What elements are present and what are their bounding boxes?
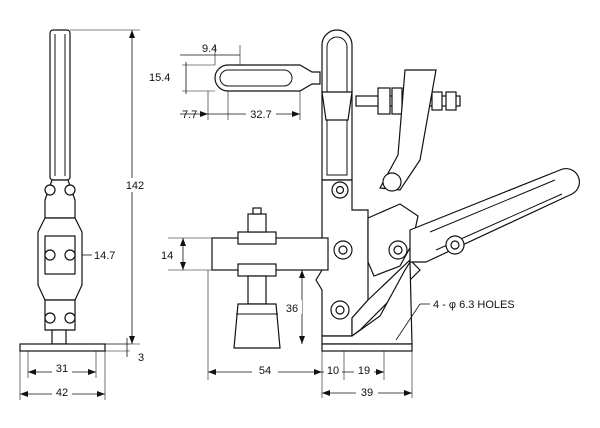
handle-grip: [49, 29, 71, 181]
label-bg: [246, 106, 276, 120]
pivot-pin: [382, 172, 402, 192]
arrow-head: [314, 369, 322, 375]
hex-nut: [377, 87, 391, 115]
arm-tip: [321, 91, 353, 121]
dim-3: 3: [138, 352, 144, 364]
label-bg: [252, 362, 278, 376]
label-bg: [282, 300, 302, 314]
spindle: [247, 275, 267, 305]
dim-10: 10: [327, 365, 339, 377]
dim-54: 54: [259, 365, 271, 377]
arrow-head: [20, 391, 28, 397]
pivot-pin: [335, 185, 345, 195]
leader-line: [395, 303, 421, 341]
dim-19: 19: [358, 365, 370, 377]
bar-nut: [237, 263, 277, 277]
front-view: 14 36 4 - φ 6.3 HOLES 54 10 19 39: [161, 29, 581, 399]
holes-note: 4 - φ 6.3 HOLES: [433, 299, 515, 311]
arrow-head: [322, 390, 330, 396]
dim-142: 142: [126, 180, 144, 192]
dim-14-7: 14.7: [94, 250, 115, 262]
arrow-head: [299, 270, 305, 278]
dim-7-7: 7.7: [182, 109, 197, 121]
arrow-head: [376, 369, 384, 375]
top-nut: [247, 213, 267, 233]
label-bg: [354, 362, 374, 376]
arrow-head: [180, 238, 186, 246]
arrow-head: [208, 369, 216, 375]
arrow-head: [292, 111, 300, 117]
screw-tip: [252, 207, 262, 215]
pivot-pin: [338, 245, 348, 255]
dim-39: 39: [361, 387, 373, 399]
base-stem: [51, 329, 67, 345]
dim-36: 36: [286, 303, 298, 315]
label-bg: [124, 178, 146, 192]
label-bg: [52, 362, 72, 375]
dim-15-4: 15.4: [149, 72, 170, 84]
label-bg: [52, 385, 72, 398]
pivot-pin: [44, 249, 56, 261]
arrow-head: [299, 336, 305, 344]
arrow-head: [129, 30, 135, 38]
dim-31: 31: [56, 363, 68, 375]
slot-detail: 9.4 15.4 7.7 32.7: [149, 43, 321, 121]
pivot-pin: [64, 312, 76, 324]
label-bg: [356, 384, 378, 398]
dim-9-4: 9.4: [202, 43, 217, 55]
label-bg: [324, 362, 342, 376]
arrow-head: [97, 391, 105, 397]
slot-outline: [219, 69, 293, 87]
handle-open: [379, 69, 437, 191]
hex-nut: [391, 87, 403, 115]
pivot-pin: [64, 184, 76, 196]
handle: [409, 167, 581, 263]
pressure-pad: [233, 303, 281, 349]
arm-slot: [326, 36, 348, 176]
arrow-head: [180, 262, 186, 270]
dim-42: 42: [56, 387, 68, 399]
side-view: 142 14.7 3 31 42: [19, 29, 146, 400]
hex-nut: [445, 91, 457, 111]
arrow-head: [200, 111, 208, 117]
base-plate: [321, 343, 413, 352]
pivot-pin: [44, 184, 56, 196]
slot-arm: [214, 64, 321, 92]
bar-nut: [237, 231, 277, 245]
handle-edge: [429, 179, 556, 233]
arrow-head: [129, 336, 135, 344]
base-plate: [19, 343, 106, 352]
pivot-pin: [64, 249, 76, 261]
arrow-head: [404, 390, 412, 396]
hex-nut: [431, 91, 443, 111]
arrow-head: [28, 369, 36, 375]
dim-32-7: 32.7: [250, 109, 271, 121]
pivot-pin: [450, 240, 460, 250]
pivot-pin: [335, 305, 345, 315]
pivot-pin: [393, 245, 403, 255]
dim-14: 14: [161, 250, 173, 262]
arrow-head: [88, 369, 96, 375]
pivot-pin: [44, 312, 56, 324]
